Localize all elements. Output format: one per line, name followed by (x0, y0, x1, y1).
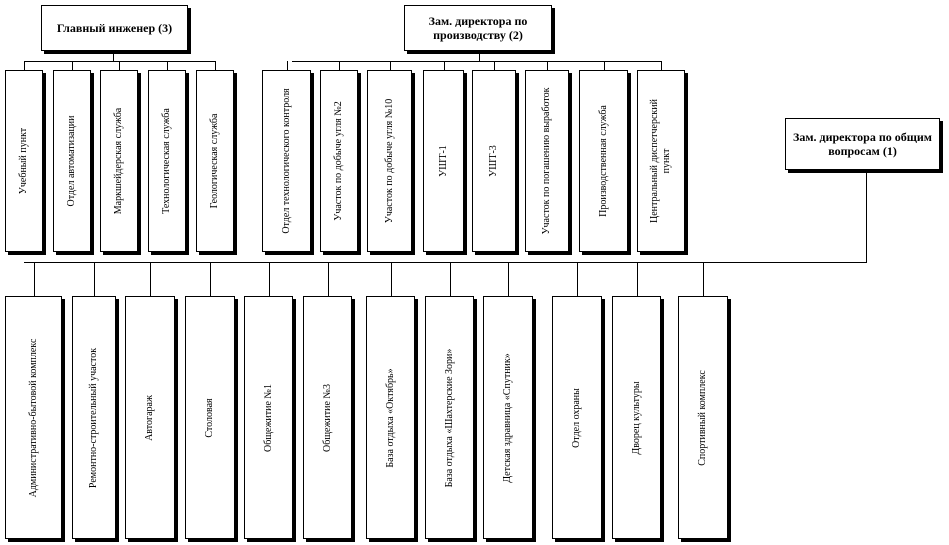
unit-label: Геологическая служба (209, 113, 220, 209)
unit-central-dispatch: Центральный диспетчерский пункт (637, 70, 685, 252)
deputy-production-box: Зам. директора по производству (2) (404, 5, 552, 51)
unit-label: Технологическая служба (161, 108, 172, 214)
unit-label: Ремонтно-строительный участок (88, 347, 99, 488)
connector-stub (210, 262, 211, 296)
unit-label: Производственная служба (597, 105, 609, 217)
unit-usht-1: УШТ-1 (423, 70, 464, 252)
connector-stub (390, 61, 391, 70)
unit-coal-site-10: Участок по добыче угля №10 (367, 70, 412, 252)
connector-stub (494, 61, 495, 70)
connector-stub (72, 61, 73, 70)
connector-stub (661, 61, 662, 70)
unit-security-dept: Отдел охраны (552, 296, 602, 539)
connector-general-down (866, 170, 867, 263)
unit-sports-complex: Спортивный комплекс (678, 296, 728, 539)
deputy-general-title: Зам. директора по общим вопросам (1) (793, 130, 932, 158)
connector-production-bus (292, 61, 661, 62)
connector-chief-down (113, 51, 114, 61)
connector-stub (637, 262, 638, 296)
unit-training-point: Учебный пункт (5, 70, 43, 252)
connector-stub (339, 61, 340, 70)
unit-label: УШТ-1 (437, 145, 449, 177)
connector-stub (94, 262, 95, 296)
unit-label: База отдыха «Шахтерские Зори» (443, 348, 455, 487)
deputy-production-title: Зам. директора по производству (2) (428, 14, 528, 42)
unit-label: Отдел автоматизации (66, 115, 77, 207)
unit-resort-october: База отдыха «Октябрь» (366, 296, 415, 539)
connector-stub (34, 262, 35, 296)
connector-stub (150, 262, 151, 296)
unit-automation-dept: Отдел автоматизации (53, 70, 91, 252)
chief-engineer-title: Главный инженер (3) (56, 21, 173, 35)
connector-stub (287, 61, 288, 70)
unit-label: База отдыха «Октябрь» (384, 367, 396, 468)
unit-label: Дворец культуры (630, 380, 642, 455)
unit-mine-closure-site: Участок по погашению выработок (525, 70, 569, 252)
unit-label: Маркшейдерская служба (113, 107, 124, 215)
deputy-general-box: Зам. директора по общим вопросам (1) (785, 118, 940, 170)
unit-label: Административно-бытовой комплекс (27, 338, 39, 497)
connector-stub (604, 61, 605, 70)
connector-stub (703, 262, 704, 296)
unit-label: Спортивный комплекс (697, 369, 708, 466)
unit-coal-site-2: Участок по добыче угля №2 (320, 70, 358, 252)
connector-stub (577, 262, 578, 296)
unit-label: Общежитие №1 (262, 383, 274, 452)
connector-stub (547, 61, 548, 70)
unit-production-service: Производственная служба (579, 70, 628, 252)
unit-usht-3: УШТ-3 (472, 70, 516, 252)
unit-garage: Автогараж (125, 296, 175, 539)
unit-admin-complex: Административно-бытовой комплекс (5, 296, 62, 539)
unit-label: Отдел охраны (571, 387, 582, 448)
unit-label: Детская здравница «Спутник» (502, 352, 513, 483)
unit-geology-service: Геологическая служба (196, 70, 234, 252)
unit-canteen: Столовая (185, 296, 235, 539)
connector-stub (215, 61, 216, 70)
connector-stub (328, 262, 329, 296)
connector-stub (167, 61, 168, 70)
connector-production-down (479, 51, 480, 61)
connector-stub (450, 262, 451, 296)
unit-label: Участок по добыче угля №2 (333, 101, 344, 221)
unit-label: Столовая (204, 397, 215, 438)
unit-label: Участок по добыче угля №10 (383, 98, 395, 224)
unit-tech-control-dept: Отдел технологического контроля (262, 70, 311, 252)
connector-stub (24, 61, 25, 70)
unit-label: Центральный диспетчерский пункт (649, 99, 672, 224)
unit-label: Автогараж (144, 394, 155, 441)
unit-label: Учебный пункт (18, 127, 29, 195)
connector-stub (119, 61, 120, 70)
unit-label: Отдел технологического контроля (280, 88, 292, 234)
connector-stub (391, 262, 392, 296)
unit-dormitory-1: Общежитие №1 (244, 296, 293, 539)
unit-repair-site: Ремонтно-строительный участок (72, 296, 116, 539)
unit-culture-palace: Дворец культуры (612, 296, 661, 539)
connector-stub (269, 262, 270, 296)
connector-stub (444, 61, 445, 70)
connector-chief-bus (24, 61, 216, 62)
unit-label: Участок по погашению выработок (541, 87, 552, 235)
connector-general-bus (24, 262, 867, 263)
unit-label: Общежитие №3 (321, 383, 333, 452)
unit-resort-miners-dawns: База отдыха «Шахтерские Зори» (425, 296, 474, 539)
unit-technology-service: Технологическая служба (148, 70, 186, 252)
unit-label: УШТ-3 (488, 145, 499, 177)
unit-dormitory-3: Общежитие №3 (303, 296, 352, 539)
unit-survey-service: Маркшейдерская служба (100, 70, 138, 252)
unit-children-sanatorium: Детская здравница «Спутник» (483, 296, 533, 539)
chief-engineer-box: Главный инженер (3) (41, 5, 188, 51)
connector-stub (508, 262, 509, 296)
